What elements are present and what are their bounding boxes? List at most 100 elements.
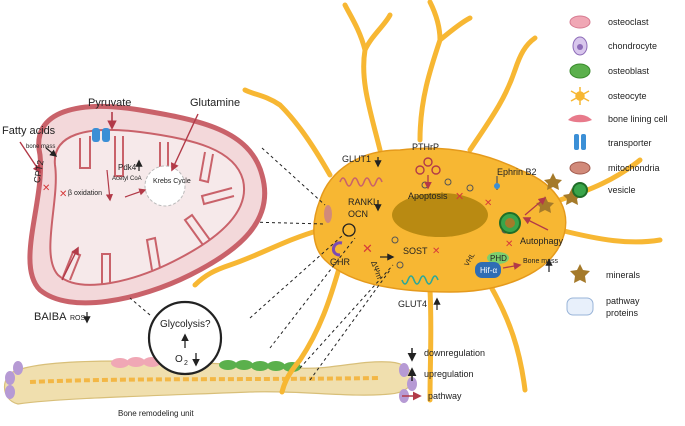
ocn-label: OCN — [348, 209, 368, 219]
pthrp-group: PTHrP — [412, 142, 441, 190]
sost-label: SOST — [403, 246, 428, 256]
svg-text:mitochondria: mitochondria — [608, 163, 660, 173]
cristae — [62, 136, 235, 284]
osteoblast-icon — [569, 63, 591, 79]
legend-item-mitochondria: mitochondria — [569, 161, 660, 175]
pdk4-label: Pdk4 — [118, 163, 137, 172]
mitochondria-icon — [569, 161, 591, 175]
phd-label: PHD — [490, 254, 507, 263]
glut1-transporter: GLUT1 — [339, 154, 383, 187]
svg-text:pathway: pathway — [428, 391, 462, 401]
legend-item-pathway-proteins: pathway proteins — [566, 296, 640, 318]
baiba-label: BAIBA — [34, 311, 67, 323]
svg-text:minerals: minerals — [606, 270, 641, 280]
svg-text:osteocyte: osteocyte — [608, 91, 647, 101]
inhibit-x-ephrin: ✕ — [484, 198, 492, 209]
fatty-acids-label: Fatty acids — [2, 125, 56, 137]
pathway-protein-icon — [566, 297, 594, 316]
svg-text:upregulation: upregulation — [424, 369, 474, 379]
phd-inhibit-x: ✕ — [505, 239, 513, 250]
ephrin-receptor — [494, 183, 500, 189]
hif-bone-mass-arrow — [502, 262, 522, 270]
legend-item-upregulation: upregulation — [407, 367, 474, 381]
svg-text:transporter: transporter — [608, 138, 652, 148]
o2-label: O — [175, 354, 183, 365]
glycolysis-label: Glycolysis? — [160, 319, 211, 330]
osteoclast-icon — [569, 15, 591, 29]
svg-text:chondrocyte: chondrocyte — [608, 41, 657, 51]
legend: osteoclast chondrocyte osteoblast osteoc… — [402, 15, 668, 401]
glutamine-label: Glutamine — [190, 97, 240, 109]
ghr-label: GHR — [330, 257, 351, 267]
svg-text:osteoblast: osteoblast — [608, 66, 650, 76]
pyruvate-label: Pyruvate — [88, 97, 131, 109]
cpt2-label: CPT2 — [32, 159, 46, 183]
acetyl-krebs-arrow — [124, 188, 147, 198]
mitochondrion: Krebs Cycle — [27, 103, 268, 306]
rankl-label: RANKL — [348, 197, 378, 207]
pthrp-label: PTHrP — [412, 142, 439, 152]
svg-text:pathway: pathway — [606, 296, 640, 306]
acetyl-pathway-arrow — [105, 169, 114, 202]
legend-item-osteoclast: osteoclast — [569, 15, 649, 29]
glut4-label: GLUT4 — [398, 299, 427, 309]
chondrocyte-icon — [572, 36, 588, 56]
glutamine-arrow — [171, 113, 199, 172]
chondrocyte-cluster-left — [5, 361, 23, 399]
autophagy-pathway-arrow — [522, 217, 549, 231]
fatty-acids-arrow — [19, 141, 41, 174]
bone-mass-small-arrow — [45, 147, 58, 157]
glut1-label: GLUT1 — [342, 154, 371, 164]
autophagy-mineral — [505, 218, 515, 228]
autophagy-label: Autophagy — [520, 236, 564, 246]
svg-text:Bone mass: Bone mass — [523, 258, 559, 265]
svg-text:vesicle: vesicle — [608, 185, 636, 195]
legend-item-osteoblast: osteoblast — [569, 63, 650, 79]
hif-protein — [475, 262, 501, 278]
svg-text:proteins: proteins — [606, 308, 639, 318]
hif-label: Hif-α — [480, 266, 497, 275]
apoptosis-label: Apoptosis — [408, 191, 448, 201]
nucleus — [392, 193, 488, 237]
o2-sub-label: 2 — [184, 360, 188, 367]
glycolysis-circle: Glycolysis? O 2 — [147, 300, 223, 376]
zoom-lines — [247, 147, 394, 381]
vesicle-icon — [572, 182, 588, 198]
krebs-label: Krebs Cycle — [153, 178, 191, 185]
legend-item-chondrocyte: chondrocyte — [572, 36, 657, 56]
ephrin-label: Ephrin B2 — [497, 167, 537, 177]
bone-lining-cell-icon — [568, 114, 592, 123]
glycolysis-zoom-line — [129, 297, 151, 316]
legend-item-transporter: transporter — [574, 134, 652, 150]
pyruvate-transporter-a — [92, 128, 100, 142]
osteocyte-icon — [570, 87, 590, 105]
glut4-transporter: GLUT4 — [398, 275, 441, 310]
ros-label: ROS — [70, 315, 86, 322]
mitochondria-in-cell — [324, 205, 332, 223]
bone-remodeling-unit: Bone remodeling unit — [3, 357, 417, 418]
cpt2-inhibit-x: ✕ — [42, 183, 50, 194]
transporter-icon — [574, 134, 586, 150]
svg-text:osteoclast: osteoclast — [608, 17, 649, 27]
legend-item-downregulation: downregulation — [407, 348, 485, 362]
ghr-receptor — [332, 241, 343, 257]
acetyl-coa-label: Acetyl CoA — [112, 176, 142, 182]
bone-mass-small-label: bone mass — [26, 144, 55, 150]
beta-oxidation-inhibit-x: ✕ — [59, 189, 67, 200]
bone-mass-group: Bone mass — [523, 258, 559, 272]
sost-inhibit-x: ✕ — [432, 246, 440, 257]
legend-item-vesicle: vesicle — [572, 182, 636, 198]
krebs-cycle-circle — [144, 165, 186, 207]
svg-text:bone lining cell: bone lining cell — [608, 114, 668, 124]
legend-item-osteocyte: osteocyte — [570, 87, 647, 105]
osteocyte-dendrites — [192, 0, 663, 403]
mineral-pathway-arrow — [524, 196, 547, 216]
beta-oxidation-label: β oxidation — [68, 190, 102, 197]
mineral-icon — [570, 264, 590, 283]
legend-item-bone-lining-cell: bone lining cell — [568, 114, 668, 124]
apoptosis-inhibit-x: ✕ — [455, 191, 464, 203]
delta-psi-inhibit-x: ✕ — [362, 241, 373, 256]
phd-protein — [487, 252, 509, 264]
